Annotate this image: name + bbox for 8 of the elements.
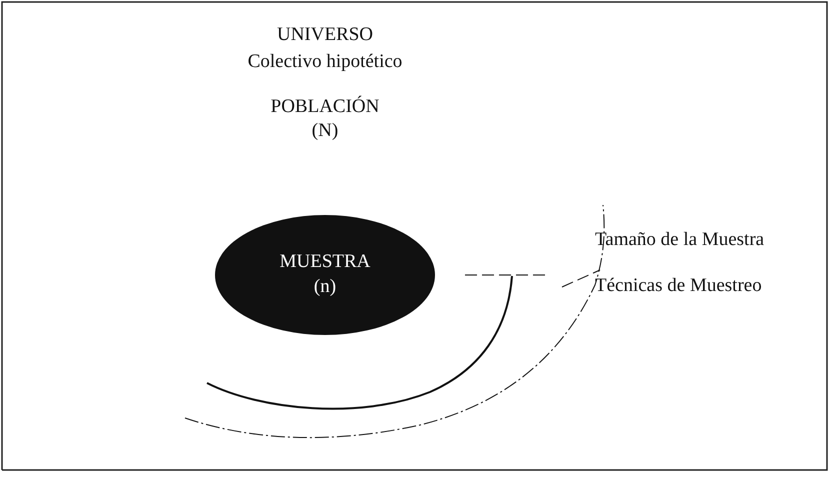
sample-size-label: Tamaño de la Muestra: [595, 230, 764, 249]
population-title: POBLACIÓN: [270, 97, 380, 116]
universe-subtitle: Colectivo hipotético: [248, 52, 402, 71]
sampling-techniques-label: Técnicas de Muestreo: [595, 276, 762, 295]
universe-title: UNIVERSO: [276, 25, 374, 44]
sample-symbol: (n): [314, 275, 336, 299]
population-symbol: (N): [312, 121, 338, 140]
sample-title: MUESTRA: [280, 250, 370, 274]
